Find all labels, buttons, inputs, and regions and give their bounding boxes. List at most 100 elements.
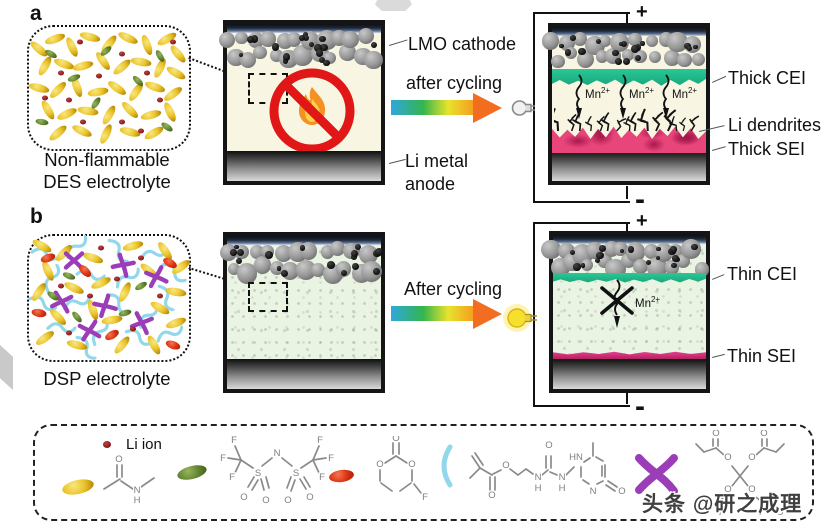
crosslinker bbox=[142, 263, 172, 296]
conductive-carbon-particle bbox=[236, 258, 243, 265]
li-ion-label: Li ion bbox=[126, 436, 162, 453]
cathode-particle bbox=[573, 31, 587, 46]
li-ion bbox=[80, 119, 87, 125]
conductive-carbon-particle bbox=[578, 47, 586, 55]
tfsi-anion bbox=[131, 73, 145, 88]
svg-text:F: F bbox=[328, 453, 334, 464]
dsp-electrolyte-caption: DSP electrolyte bbox=[43, 368, 171, 389]
svg-text:O: O bbox=[724, 484, 731, 495]
mn-ion-label: Mn2+ bbox=[635, 295, 661, 310]
conductive-carbon-particle bbox=[573, 263, 581, 271]
li-ion bbox=[157, 97, 164, 103]
cathode-particle bbox=[551, 54, 566, 69]
conductive-carbon-particle bbox=[595, 38, 602, 45]
conductive-carbon-particle bbox=[351, 254, 358, 261]
cathode-current-collector bbox=[553, 235, 706, 244]
circuit-stub-a-bottom bbox=[626, 186, 628, 199]
circuit-stub-a-top bbox=[626, 12, 628, 24]
cathode-particle bbox=[329, 240, 346, 256]
svg-text:O: O bbox=[748, 452, 755, 463]
conductive-carbon-particle bbox=[234, 244, 239, 249]
polymer-chain bbox=[152, 321, 187, 349]
svg-text:F: F bbox=[319, 472, 325, 483]
caption-line-2: DES electrolyte bbox=[43, 171, 171, 192]
li-ion bbox=[58, 283, 64, 289]
fresh-cell-b bbox=[219, 232, 385, 393]
thin-sei-pointer bbox=[712, 353, 725, 358]
cathode-particle bbox=[253, 256, 272, 274]
thick-cei-layer bbox=[552, 69, 706, 86]
thin-cei-pointer bbox=[712, 274, 725, 280]
conductive-carbon-particle bbox=[672, 255, 679, 262]
des-molecule bbox=[106, 78, 128, 98]
cathode-particle bbox=[236, 263, 258, 284]
li-metal-anode bbox=[553, 359, 706, 389]
svg-text:F: F bbox=[422, 492, 428, 502]
des-molecule bbox=[161, 101, 178, 124]
conductive-carbon-particle bbox=[559, 44, 564, 49]
conductive-carbon-particle bbox=[691, 243, 699, 251]
svg-text:O: O bbox=[545, 440, 552, 451]
svg-text:F: F bbox=[317, 435, 323, 446]
conductive-carbon-particle bbox=[315, 48, 324, 57]
mn-ion-label: Mn2+ bbox=[672, 86, 698, 101]
cathode-particle bbox=[311, 263, 326, 278]
li-metal-anode bbox=[552, 151, 706, 181]
svg-text:H: H bbox=[559, 483, 566, 494]
crosslinker bbox=[106, 250, 139, 284]
des-molecule bbox=[47, 80, 69, 101]
conductive-carbon-particle bbox=[313, 44, 322, 52]
li-metal-anode-label: Li metal anode bbox=[405, 150, 468, 196]
thin-sei-label: Thin SEI bbox=[727, 346, 797, 366]
cycled-cell-b: Mn2+ bbox=[541, 231, 710, 393]
thin-sei-layer bbox=[553, 351, 706, 359]
des-molecule bbox=[36, 54, 54, 78]
no-fire-icon bbox=[269, 68, 355, 154]
mn-ion-label: Mn2+ bbox=[629, 86, 655, 101]
cathode-particle bbox=[576, 51, 594, 69]
rainbow-arrow-head bbox=[473, 93, 502, 123]
cathode-particle bbox=[648, 50, 661, 64]
conductive-carbon-particle bbox=[615, 58, 622, 65]
svg-text:O: O bbox=[408, 459, 415, 470]
des-molecule bbox=[47, 123, 69, 143]
cathode-particle bbox=[234, 31, 248, 45]
positive-terminal-b: + bbox=[636, 210, 648, 232]
zoom-region-marker bbox=[248, 282, 288, 312]
anode-label-line-2: anode bbox=[405, 174, 456, 194]
crosslinker-marker bbox=[635, 454, 678, 495]
des-molecule bbox=[111, 57, 133, 78]
des-molecule bbox=[27, 81, 50, 95]
cathode-particle bbox=[541, 239, 561, 260]
des-molecule bbox=[72, 59, 95, 73]
conductive-carbon-particle bbox=[622, 57, 631, 65]
cathode-particle bbox=[628, 33, 642, 47]
cathode-particle bbox=[219, 243, 237, 261]
li-ion bbox=[58, 70, 64, 76]
conductive-carbon-particle bbox=[596, 251, 604, 260]
cathode-particle bbox=[249, 245, 264, 260]
rainbow-arrow-shaft bbox=[391, 306, 475, 321]
des-molecule bbox=[129, 56, 153, 69]
thin-cei-layer bbox=[553, 273, 706, 283]
conductive-carbon-particle bbox=[646, 259, 652, 265]
tfsi-anion bbox=[34, 118, 49, 127]
conductive-carbon-particle bbox=[570, 35, 576, 41]
svg-text:O: O bbox=[712, 430, 719, 439]
des-molecule bbox=[39, 98, 57, 122]
thick-cei-label: Thick CEI bbox=[728, 68, 807, 88]
svg-text:O: O bbox=[488, 490, 495, 501]
svg-text:O: O bbox=[240, 492, 247, 503]
circuit-stub-b-bottom bbox=[626, 392, 628, 404]
after-cycling-label-a: after cycling bbox=[406, 73, 503, 93]
fresh-cell-a bbox=[218, 20, 385, 185]
svg-text:O: O bbox=[776, 507, 783, 516]
conductive-carbon-particle bbox=[236, 248, 244, 257]
svg-text:O: O bbox=[760, 430, 767, 439]
cathode-particle bbox=[260, 31, 277, 48]
des-molecule bbox=[116, 29, 140, 47]
cathode-particle bbox=[667, 32, 688, 53]
li-ion-marker bbox=[103, 441, 111, 448]
